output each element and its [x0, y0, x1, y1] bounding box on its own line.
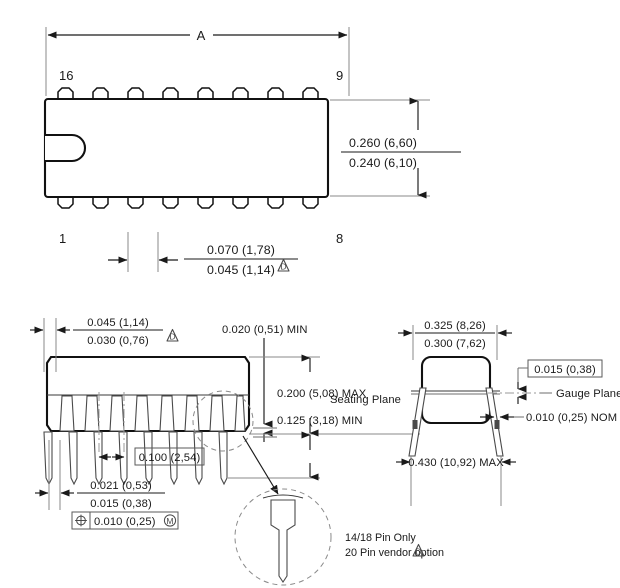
standoff-dimension: 0.020 (0,51) MIN	[222, 324, 308, 442]
body-depth-upper: 0.325 (8,26)	[424, 320, 486, 332]
lead-length-dimension: 0.125 (3,18) MIN	[277, 415, 363, 481]
detail-view-lead-tip	[234, 488, 332, 586]
end-view-leads	[408, 387, 504, 457]
seating-plane: Seating Plane	[330, 394, 401, 406]
position-tolerance-value: 0.010 (0,25)	[94, 516, 156, 528]
lead-width-dimension: 0.021 (0,53) 0.015 (0,38)	[35, 440, 165, 510]
position-tolerance-frame: 0.010 (0,25) M	[71, 511, 179, 530]
position-symbol	[75, 514, 87, 527]
overall-length-label: A	[197, 28, 206, 43]
detail-callout-circle-small	[192, 390, 254, 452]
svg-text:M: M	[166, 516, 173, 526]
pin-number-9: 9	[336, 68, 343, 83]
body-width-dimension: 0.260 (6,60) 0.240 (6,10)	[330, 97, 461, 199]
pin-pitch-label: 0.100 (2,54)	[139, 452, 201, 464]
gauge-plane-dim-label: 0.015 (0,38)	[534, 364, 596, 376]
body-width-upper: 0.260 (6,60)	[349, 136, 417, 150]
lead-thickness-upper: 0.045 (1,14)	[87, 317, 149, 329]
lead-thickness-lower: 0.030 (0,76)	[87, 335, 149, 347]
seated-height-dimension: 0.200 (5,08) MAX	[277, 354, 367, 437]
seating-plane-label: Seating Plane	[330, 394, 401, 406]
gauge-plane-label: Gauge Plane	[556, 388, 620, 400]
mmc-modifier: M	[163, 514, 177, 527]
pin-number-1: 1	[59, 231, 66, 246]
detail-note-line1: 14/18 Pin Only	[345, 532, 416, 544]
overall-length-dimension: A	[47, 28, 348, 43]
pin-number-8: 8	[336, 231, 343, 246]
pin-width-upper: 0.070 (1,78)	[207, 243, 275, 257]
package-body-top-view	[43, 97, 330, 199]
top-view: A 16 9 1 8	[43, 27, 461, 277]
note-triangle-topview: D	[277, 258, 290, 272]
lead-thickness-dimension: 0.045 (1,14) 0.030 (0,76) D	[30, 317, 179, 372]
lead-thickness-nom-dimension: 0.010 (0,25) NOM	[480, 412, 617, 424]
gauge-plane-dimension: 0.015 (0,38) Gauge Plane	[488, 359, 620, 404]
standoff-label: 0.020 (0,51) MIN	[222, 324, 308, 336]
top-view-pins-upper	[57, 87, 319, 101]
detail-note: 14/18 Pin Only 20 Pin vendor option D	[345, 532, 444, 559]
note-triangle-topview-letter: D	[280, 262, 286, 272]
detail-leader-line	[242, 435, 279, 495]
pin-width-dimension: 0.070 (1,78) 0.045 (1,14) D	[108, 232, 298, 277]
pin-number-16: 16	[59, 68, 73, 83]
note-triangle-lead-thickness-letter: D	[169, 332, 175, 342]
lead-span-label: 0.430 (10,92) MAX	[408, 457, 504, 469]
lead-length-label: 0.125 (3,18) MIN	[277, 415, 363, 427]
body-depth-lower: 0.300 (7,62)	[424, 338, 486, 350]
lead-width-lower: 0.015 (0,38)	[90, 498, 152, 510]
package-body-end-view	[420, 355, 492, 425]
body-width-lower: 0.240 (6,10)	[349, 156, 417, 170]
pin-pitch-dimension: 0.100 (2,54)	[98, 447, 205, 466]
pin-1-notch	[45, 133, 87, 163]
top-view-extension-lines	[45, 27, 350, 96]
side-view: 0.045 (1,14) 0.030 (0,76) D 0.020 (0,51)…	[30, 317, 444, 586]
note-triangle-lead-thickness: D	[166, 328, 179, 342]
body-depth-dimension: 0.325 (8,26) 0.300 (7,62)	[398, 320, 512, 350]
pin-width-lower: 0.045 (1,14)	[207, 263, 275, 277]
side-view-leads	[43, 431, 228, 486]
detail-note-line2: 20 Pin vendor option	[345, 547, 444, 559]
lead-width-upper: 0.021 (0,53)	[90, 480, 152, 492]
end-view: 0.325 (8,26) 0.300 (7,62) 0.015 (0,38) G…	[396, 320, 620, 506]
note-triangle-detail: D	[412, 543, 425, 557]
lead-span-dimension: 0.430 (10,92) MAX	[396, 457, 516, 469]
seated-height-label: 0.200 (5,08) MAX	[277, 388, 367, 400]
note-triangle-detail-letter: D	[415, 547, 421, 557]
side-view-lead-shoulders	[59, 395, 246, 432]
lead-thickness-nom-label: 0.010 (0,25) NOM	[526, 412, 617, 424]
end-view-extension-lines	[410, 325, 502, 506]
